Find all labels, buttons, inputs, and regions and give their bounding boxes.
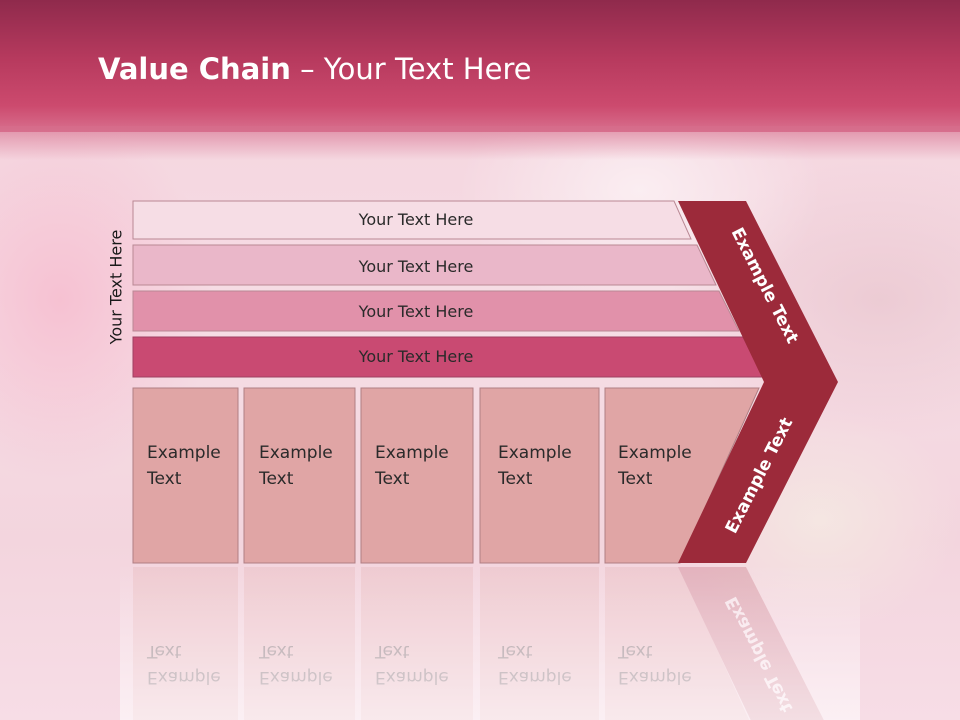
support-row-2 (132, 244, 717, 286)
activity-box-4-line2: Text (497, 469, 533, 489)
activity-box-1-line1: Example (147, 443, 221, 463)
activity-box-2-line1: Example (259, 443, 333, 463)
primary-activities: Example Text Example Text Example Text E… (132, 387, 760, 564)
activity-box-2 (243, 387, 356, 564)
activity-box-4-line1: Example (498, 443, 572, 463)
activity-box-4 (479, 387, 600, 564)
support-row-1 (132, 200, 692, 240)
activity-box-5-line2: Text (617, 469, 653, 489)
activity-box-3-line2: Text (374, 469, 410, 489)
title-bar (0, 0, 960, 132)
support-rows: Your Text Here Your Text Here Your Text … (132, 200, 764, 378)
slide-title-rest: – Your Text Here (290, 52, 532, 86)
activity-box-3 (360, 387, 474, 564)
activity-box-5-line1: Example (618, 443, 692, 463)
activity-box-1-line2: Text (146, 469, 182, 489)
support-row-2-label: Your Text Here (358, 257, 474, 276)
slide-title: Value Chain – Your Text Here (98, 52, 532, 86)
support-row-4-label: Your Text Here (358, 347, 474, 366)
support-row-3-label: Your Text Here (358, 302, 474, 321)
reflection-fade (120, 563, 860, 720)
activity-box-3-line1: Example (375, 443, 449, 463)
support-row-3 (132, 290, 740, 332)
support-row-1-label: Your Text Here (358, 210, 474, 229)
activity-box-1 (132, 387, 239, 564)
slide-title-bold: Value Chain (98, 52, 291, 86)
activity-box-2-line2: Text (258, 469, 294, 489)
margin-chevron-shape (678, 201, 838, 563)
title-bar-fade (0, 126, 960, 160)
